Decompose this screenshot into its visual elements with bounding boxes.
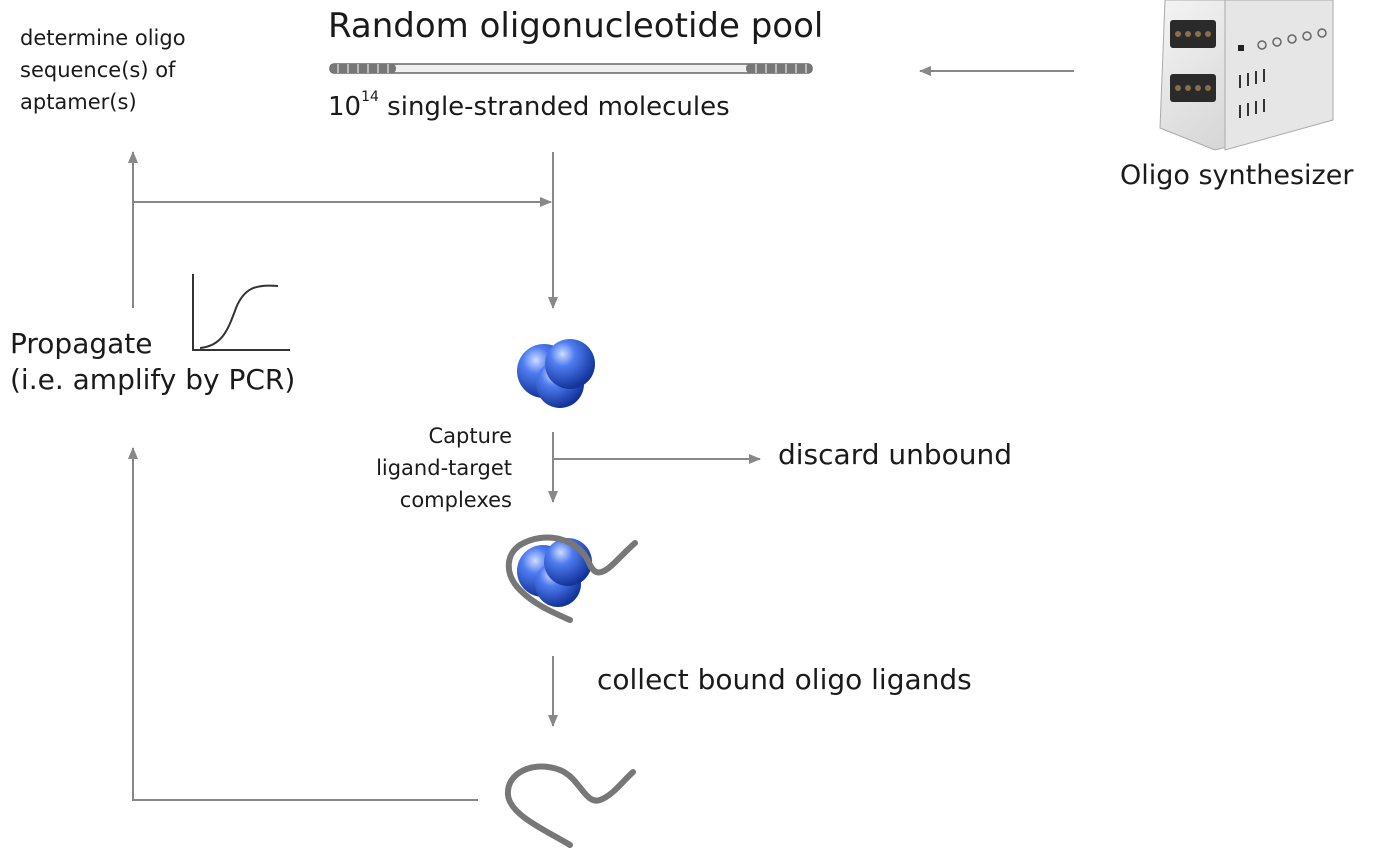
- oligo-ligand-icon: [504, 763, 636, 848]
- collect-bound-label: collect bound oligo ligands: [597, 663, 972, 696]
- target-molecule-icon: [517, 339, 595, 408]
- molecule-count-text: single-stranded molecules: [378, 92, 730, 122]
- amplification-curve-icon: [192, 274, 290, 351]
- determine-line-1: determine oligo: [20, 26, 186, 50]
- determine-line-3: aptamer(s): [20, 90, 137, 114]
- molecule-count-exponent: 14: [361, 89, 379, 106]
- propagate-line-2: (i.e. amplify by PCR): [10, 363, 296, 396]
- oligo-strand-bar: [329, 63, 813, 74]
- capture-line-1: Capture: [428, 424, 513, 448]
- determine-sequence-label: determine oligo sequence(s) of aptamer(s…: [20, 22, 186, 118]
- determine-line-2: sequence(s) of: [20, 58, 176, 82]
- propagate-label: Propagate (i.e. amplify by PCR): [10, 326, 295, 398]
- discard-unbound-label: discard unbound: [778, 438, 1013, 471]
- oligo-synthesizer-icon: [1159, 0, 1334, 151]
- arrow-ligand-to-propagate: [128, 447, 478, 801]
- synthesizer-label: Oligo synthesizer: [1120, 160, 1354, 191]
- molecule-count-label: 1014 single-stranded molecules: [328, 89, 730, 122]
- capture-line-2: ligand-target: [376, 456, 512, 480]
- pool-title: Random oligonucleotide pool: [328, 6, 824, 46]
- capture-line-3: complexes: [399, 488, 512, 512]
- ligand-target-complex-icon: [505, 534, 638, 623]
- capture-complexes-label: Capture ligand-target complexes: [330, 420, 512, 516]
- molecule-count-base: 10: [328, 92, 362, 122]
- propagate-line-1: Propagate: [10, 327, 153, 360]
